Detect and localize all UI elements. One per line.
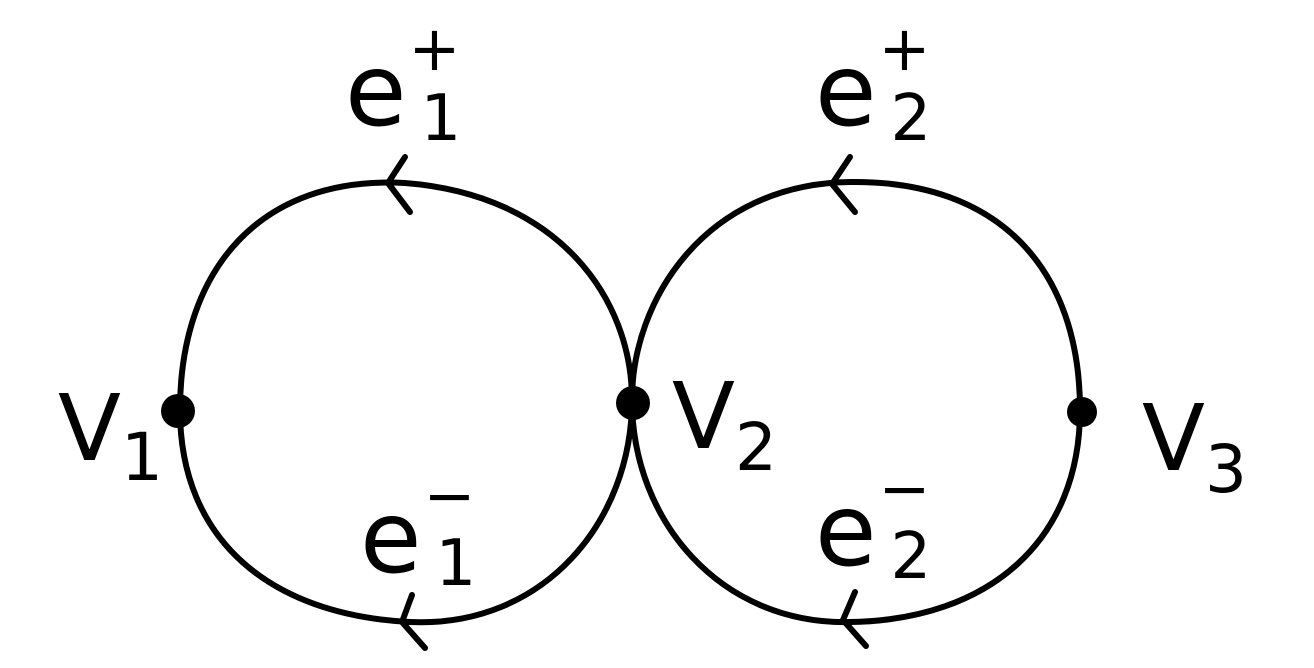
- edge-label-e2-plus-sub: 2: [890, 82, 931, 156]
- vertex-label-v1-main: V: [58, 375, 121, 482]
- edge-label-e1-plus-main: e: [345, 32, 407, 149]
- edge-label-e1-plus-sup: +: [409, 12, 461, 85]
- vertex-label-v2: V2: [672, 363, 777, 486]
- arrow-e2-plus: [829, 154, 858, 215]
- vertex-label-v3-main: V: [1142, 385, 1205, 492]
- arrow-e1-minus: [399, 592, 428, 651]
- edge-label-e2-minus-sup: −: [879, 452, 931, 525]
- edge-label-e2-plus: e+2: [815, 12, 931, 156]
- edge-e2-plus: [629, 178, 1083, 413]
- edge-e2-minus: [629, 397, 1083, 626]
- vertex-v3: [1067, 397, 1097, 427]
- edge-label-e1-minus-sup: −: [424, 459, 476, 532]
- edge-e1-plus: [177, 179, 635, 413]
- edge-label-e2-minus-sub: 2: [890, 520, 931, 594]
- vertex-label-v3: V3: [1142, 385, 1247, 508]
- arrow-e1-plus: [385, 154, 413, 215]
- edge-label-e2-minus: e−2: [815, 452, 931, 594]
- edge-e1-minus: [177, 397, 635, 626]
- vertex-label-v1: V1: [58, 375, 163, 496]
- edge-label-e1-plus: e+1: [345, 12, 461, 156]
- edge-label-e1-minus-main: e: [360, 479, 422, 596]
- edge-label-e2-plus-main: e: [815, 32, 877, 149]
- vertex-v1: [161, 394, 195, 428]
- vertex-label-v1-sub: 1: [121, 419, 163, 496]
- vertex-label-v2-main: V: [672, 363, 735, 470]
- edge-label-e2-plus-sup: +: [879, 12, 931, 85]
- edge-label-e2-minus-main: e: [815, 472, 877, 589]
- vertex-label-v2-sub: 2: [735, 409, 777, 486]
- vertex-label-v3-sub: 3: [1205, 431, 1247, 508]
- edge-label-e1-plus-sub: 1: [420, 82, 461, 156]
- vertex-v2: [616, 386, 650, 420]
- arrow-e2-minus: [840, 589, 869, 649]
- edge-label-e1-minus: e−1: [360, 459, 476, 601]
- edge-label-e1-minus-sub: 1: [435, 527, 476, 601]
